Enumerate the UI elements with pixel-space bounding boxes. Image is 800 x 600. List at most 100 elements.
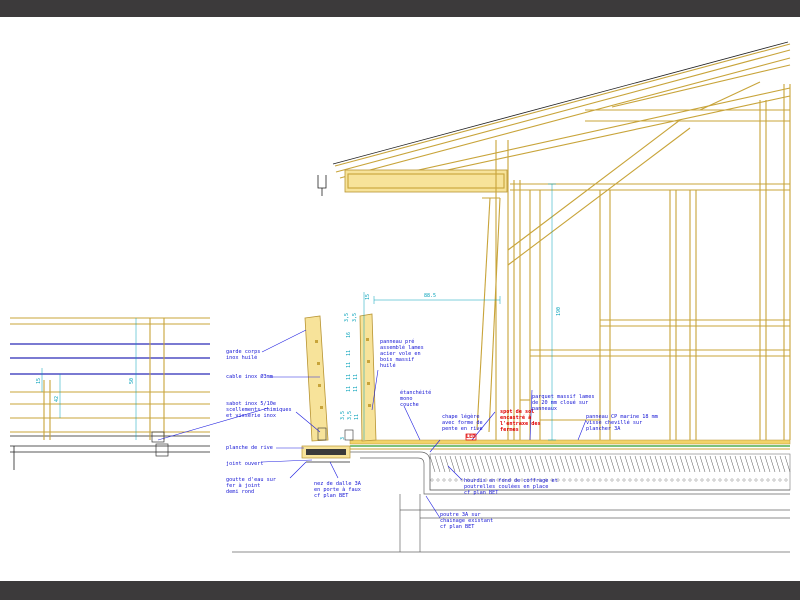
post-dim-s9: 11 xyxy=(353,386,359,392)
dim-42: 42 xyxy=(54,396,60,402)
hatch-line xyxy=(654,455,661,473)
hatch-dot xyxy=(562,478,566,482)
hatch-dot xyxy=(700,478,704,482)
hatch-dot xyxy=(634,478,638,482)
hatch-dot xyxy=(706,478,710,482)
hatch-line xyxy=(709,455,716,473)
hatch-line xyxy=(629,455,636,473)
hatch-dot xyxy=(658,478,662,482)
hatch-line xyxy=(439,455,446,473)
hatch-line xyxy=(644,455,651,473)
hatch-line xyxy=(529,455,536,473)
floor-slab xyxy=(232,439,791,553)
hatch-line xyxy=(744,455,751,473)
hatch-line xyxy=(429,455,436,473)
note-hourdis: hourdis en fond de coffrage et poutrelle… xyxy=(464,478,561,496)
hatch-dot xyxy=(646,478,650,482)
dim-15: 15 xyxy=(36,378,42,384)
hatch-dot xyxy=(532,478,536,482)
hatch-line xyxy=(604,455,611,473)
dim-190: 190 xyxy=(556,307,562,316)
hatch-line xyxy=(459,455,466,473)
hatch-line xyxy=(649,455,656,473)
hatch-line xyxy=(489,455,496,473)
hatch-dot xyxy=(772,478,776,482)
hatch-dot xyxy=(778,478,782,482)
hatch-dot xyxy=(736,478,740,482)
hatch-line xyxy=(514,455,521,473)
hatch-dot xyxy=(520,478,524,482)
hatch-line xyxy=(739,455,746,473)
hatch-dot xyxy=(748,478,752,482)
hatch-dot xyxy=(730,478,734,482)
hatch-dot xyxy=(742,478,746,482)
hatch-line xyxy=(589,455,596,473)
hatch-dot xyxy=(556,478,560,482)
hatch-line xyxy=(544,455,551,473)
hatch-dot xyxy=(688,478,692,482)
hatch-dot xyxy=(454,478,458,482)
hatch-dot xyxy=(478,478,482,482)
hatch-line xyxy=(699,455,706,473)
hatch-dot xyxy=(694,478,698,482)
hatch-dot xyxy=(502,478,506,482)
railing-posts xyxy=(304,313,377,442)
hatch-line xyxy=(724,455,731,473)
note-panneau: panneau pré assemblé lames acier vole en… xyxy=(380,338,427,369)
hatch-line xyxy=(594,455,601,473)
hatch-dot xyxy=(574,478,578,482)
hatch-line xyxy=(509,455,516,473)
hatch-dot xyxy=(622,478,626,482)
hatch-line xyxy=(449,455,456,473)
hatch-dot xyxy=(514,478,518,482)
hatch-dot xyxy=(586,478,590,482)
hatch-dot xyxy=(508,478,512,482)
post-dim-b4: 3 xyxy=(340,437,346,440)
timber-frame xyxy=(476,84,791,440)
hatch-line xyxy=(714,455,721,473)
note-nez-dalle: nez de dalle 3A en porte à faux cf plan … xyxy=(314,481,364,499)
hatch-line xyxy=(684,455,691,473)
hatch-line xyxy=(499,455,506,473)
hatch-dot xyxy=(598,478,602,482)
hatch-dot xyxy=(604,478,608,482)
hatch-line xyxy=(619,455,626,473)
hatch-line xyxy=(609,455,616,473)
hatch-line xyxy=(784,455,791,473)
hatch-dot xyxy=(580,478,584,482)
hatch-line xyxy=(574,455,581,473)
note-spot: spot de sol encastré à l'entraxe des fer… xyxy=(500,409,544,433)
hatch-dot xyxy=(652,478,656,482)
hatch-line xyxy=(759,455,766,473)
note-chape: chape légère avec forme de pente en rive xyxy=(442,413,486,432)
hatch-dot xyxy=(490,478,494,482)
post-dim-s3: 16 xyxy=(346,332,352,338)
hourdis-hatch xyxy=(429,455,791,482)
hatch-line xyxy=(659,455,666,473)
hatch-line xyxy=(634,455,641,473)
hatch-dot xyxy=(496,478,500,482)
hatch-dot xyxy=(724,478,728,482)
annotations: garde corps inox huilé cable inox Ø3mm s… xyxy=(226,338,658,530)
note-parquet: parquet massif lames de 20 mm cloué sur … xyxy=(532,394,598,412)
hatch-line xyxy=(704,455,711,473)
hatch-line xyxy=(764,455,771,473)
post-dim-s4: 11 xyxy=(346,350,352,356)
hatch-dot xyxy=(436,478,440,482)
hatch-dot xyxy=(676,478,680,482)
hatch-line xyxy=(669,455,676,473)
hatch-line xyxy=(639,455,646,473)
hatch-dot xyxy=(766,478,770,482)
dim-885: 88.5 xyxy=(424,293,436,299)
hatch-line xyxy=(564,455,571,473)
hatch-dot xyxy=(628,478,632,482)
hatch-line xyxy=(524,455,531,473)
post-dim-s1: 3,5 xyxy=(344,313,350,322)
roof-structure xyxy=(317,41,791,196)
hatch-dot xyxy=(472,478,476,482)
railing-elevation xyxy=(10,317,210,470)
note-goutte: goutte d'eau sur fer à joint demi rond xyxy=(226,477,279,495)
hatch-dot xyxy=(682,478,686,482)
post-dim-top: 15 xyxy=(365,294,371,300)
hatch-dot xyxy=(460,478,464,482)
